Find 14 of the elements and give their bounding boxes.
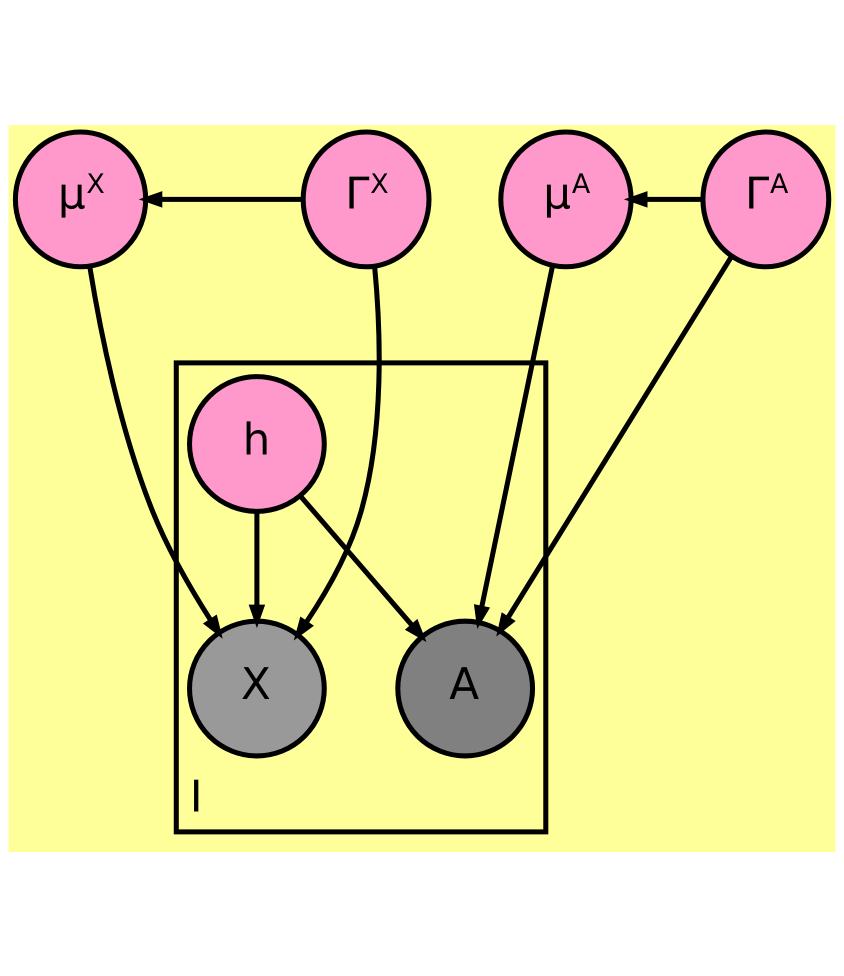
node-circle: Γ$^{A}$: [700, 129, 832, 269]
node-circle: μ$^{X}$: [12, 129, 148, 269]
arrow: [496, 254, 734, 636]
node-circle: Γ$^{X}$: [300, 129, 432, 269]
arrow: [624, 190, 703, 208]
arrow: [248, 512, 266, 628]
node-circle: μ$^{A}$: [498, 129, 634, 269]
node-circle: h: [187, 374, 327, 514]
arrow: [474, 265, 555, 628]
arrow: [294, 266, 382, 640]
arrow: [87, 266, 223, 638]
arrow: [138, 190, 303, 208]
arrow: [298, 494, 427, 642]
node-circle: X: [187, 618, 327, 758]
